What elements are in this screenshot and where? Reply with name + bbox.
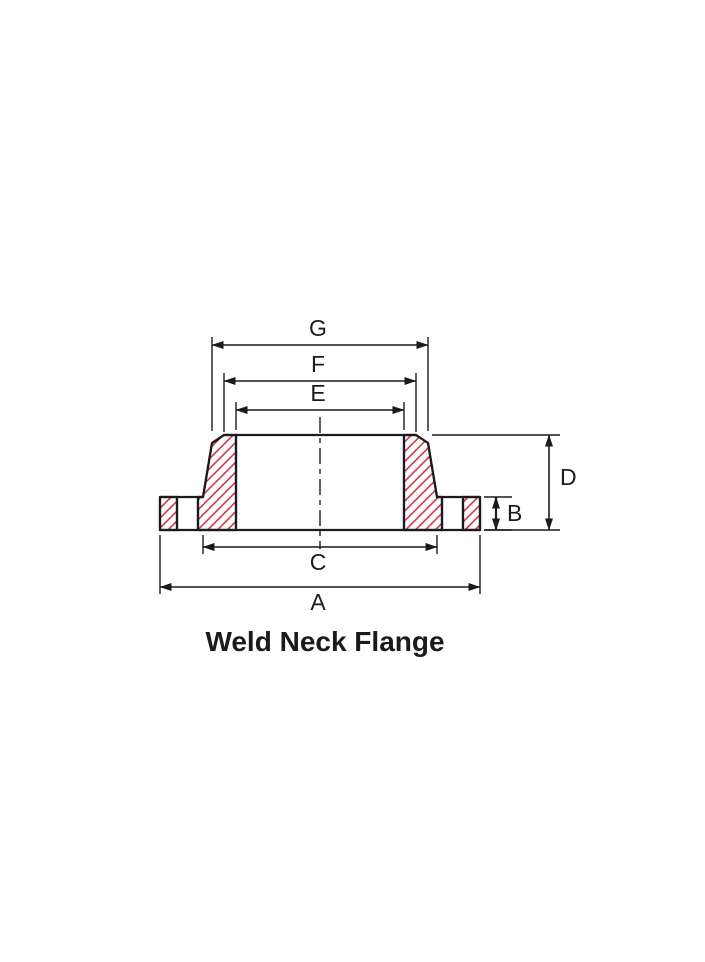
dimension-A: A: [159, 535, 481, 615]
dimension-label-f: F: [311, 351, 325, 377]
dimension-C: C: [202, 535, 438, 575]
dimension-F: F: [223, 351, 417, 432]
flange-rim-section-right: [461, 495, 482, 532]
dimension-D: D: [432, 434, 577, 531]
dimension-label-g: G: [309, 315, 327, 341]
hub-taper-right: [426, 441, 439, 499]
flange-cross-section: [158, 417, 482, 549]
dimension-B: B: [484, 496, 522, 531]
hub-section-right: [402, 433, 444, 532]
weld-end-top-edge: [210, 433, 430, 445]
dimension-label-c: C: [310, 549, 327, 575]
dimension-label-a: A: [310, 589, 326, 615]
dimension-label-d: D: [560, 464, 577, 490]
figure-title: Weld Neck Flange: [205, 626, 444, 657]
dimension-label-e: E: [310, 380, 325, 406]
hub-section-left: [196, 433, 238, 532]
hub-taper-left: [201, 441, 214, 499]
dimension-G: G: [211, 315, 429, 431]
dimension-label-b: B: [507, 500, 522, 526]
dimension-E: E: [235, 380, 405, 430]
flange-rim-section-left: [158, 495, 179, 532]
